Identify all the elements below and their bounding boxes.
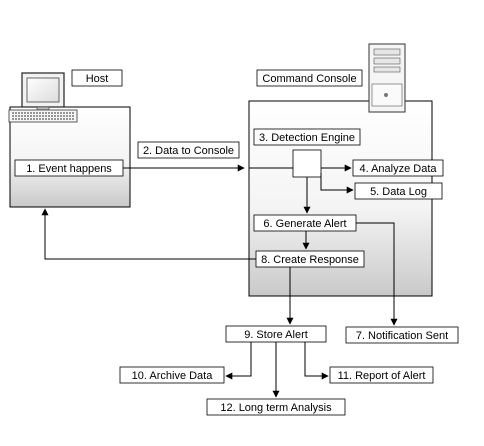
arrow-response-to-host — [41, 208, 256, 260]
console-title: Command Console — [262, 73, 356, 85]
generate-alert-label: 6. Generate Alert — [263, 218, 346, 230]
event-box: 1. Event happens — [14, 159, 124, 177]
data-log-box: 5. Data Log — [354, 182, 443, 200]
create-response-label: 8. Create Response — [261, 254, 359, 266]
keyboard-icon — [8, 109, 78, 123]
store-alert-label: 9. Store Alert — [244, 329, 308, 341]
long-term-analysis-box: 12. Long term Analysis — [206, 398, 346, 416]
arrow-engine-to-datalog — [320, 173, 354, 194]
console-title-box: Command Console — [256, 69, 363, 87]
host-title: Host — [86, 73, 109, 85]
desktop-computer-icon — [21, 72, 65, 111]
arrow-store-to-archive — [225, 342, 252, 380]
arrow-generate-to-notification — [356, 222, 398, 326]
store-alert-box: 9. Store Alert — [225, 325, 327, 343]
data-to-console-box: 2. Data to Console — [137, 141, 240, 159]
detection-engine-square — [292, 149, 322, 178]
arrow-store-to-report — [304, 342, 329, 380]
data-log-label: 5. Data Log — [370, 186, 427, 198]
report-of-alert-label: 11. Report of Alert — [338, 370, 426, 382]
create-response-box: 8. Create Response — [255, 250, 365, 268]
notification-sent-label: 7. Notification Sent — [356, 330, 448, 342]
archive-data-label: 10. Archive Data — [132, 370, 214, 382]
host-title-box: Host — [71, 69, 123, 87]
report-of-alert-box: 11. Report of Alert — [329, 366, 434, 384]
generate-alert-box: 6. Generate Alert — [253, 214, 357, 232]
data-to-console-label: 2. Data to Console — [143, 145, 234, 157]
analyze-data-label: 4. Analyze Data — [359, 163, 437, 175]
archive-data-box: 10. Archive Data — [119, 366, 225, 384]
host-panel — [9, 106, 131, 208]
event-label: 1. Event happens — [26, 163, 112, 175]
detection-engine-label: 3. Detection Engine — [259, 132, 355, 144]
long-term-analysis-label: 12. Long term Analysis — [220, 402, 332, 414]
analyze-data-box: 4. Analyze Data — [352, 159, 444, 177]
notification-sent-box: 7. Notification Sent — [345, 326, 459, 344]
server-tower-icon — [368, 43, 406, 113]
detection-engine-box: 3. Detection Engine — [253, 128, 361, 146]
